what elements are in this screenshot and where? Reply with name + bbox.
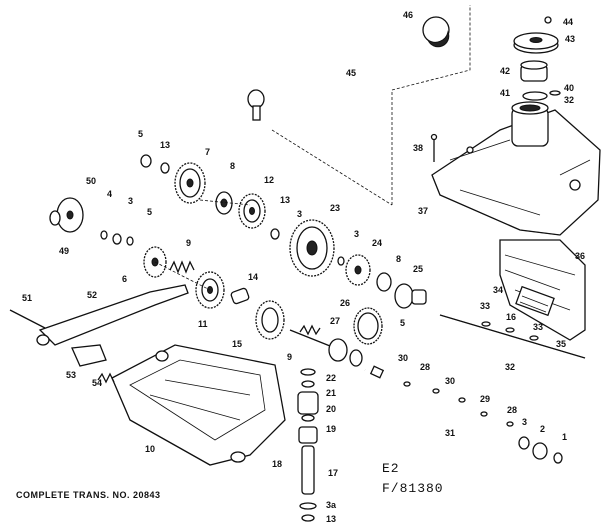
- lever-guide-line: [271, 5, 471, 206]
- callout-40: 40: [564, 83, 574, 93]
- callout-51: 51: [22, 293, 32, 303]
- callout-5-top: 5: [138, 129, 143, 139]
- callout-54: 54: [92, 378, 102, 388]
- callout-29-a: 29: [480, 394, 490, 404]
- callout-32-bottom: 32: [505, 362, 515, 372]
- reference-code-line2: F/81380: [382, 481, 444, 496]
- callout-19: 19: [326, 424, 336, 434]
- callout-3a: 3a: [326, 500, 337, 510]
- callout-5-mid: 5: [147, 207, 152, 217]
- callout-13-b: 13: [280, 195, 290, 205]
- callout-38: 38: [413, 143, 423, 153]
- callout-20: 20: [326, 404, 336, 414]
- shift-lever: [247, 16, 450, 121]
- top-cap-parts: [513, 16, 561, 101]
- callout-25: 25: [413, 264, 423, 274]
- callout-52: 52: [87, 290, 97, 300]
- callout-35: 35: [556, 339, 566, 349]
- callout-32-top: 32: [564, 95, 574, 105]
- shift-bracket: [499, 239, 586, 341]
- callout-8-a: 8: [230, 161, 235, 171]
- callout-6: 6: [122, 274, 127, 284]
- callout-30-a: 30: [398, 353, 408, 363]
- callout-23: 23: [330, 203, 340, 213]
- complete-trans-caption: COMPLETE TRANS. NO. 20843: [16, 490, 161, 500]
- callout-50: 50: [86, 176, 96, 186]
- callout-21: 21: [326, 388, 336, 398]
- callout-26: 26: [340, 298, 350, 308]
- callout-53: 53: [66, 370, 76, 380]
- callout-31: 31: [445, 428, 455, 438]
- callout-8-b: 8: [396, 254, 401, 264]
- part-callouts: 46 44 43 42 40 41 32 45 38 37 36 34 33 1…: [22, 10, 585, 524]
- callout-41: 41: [500, 88, 510, 98]
- callout-7: 7: [205, 147, 210, 157]
- callout-12: 12: [264, 175, 274, 185]
- callout-27: 27: [330, 316, 340, 326]
- callout-9-a: 9: [186, 238, 191, 248]
- callout-1: 1: [562, 432, 567, 442]
- reference-code-line1: E2: [382, 461, 400, 476]
- gear-cluster: [49, 154, 427, 367]
- callout-3-c: 3: [354, 229, 359, 239]
- callout-9-b: 9: [287, 352, 292, 362]
- callout-46: 46: [403, 10, 413, 20]
- callout-43: 43: [565, 34, 575, 44]
- main-shaft: [364, 365, 563, 464]
- callout-17: 17: [328, 468, 338, 478]
- callout-16: 16: [506, 312, 516, 322]
- callout-37: 37: [418, 206, 428, 216]
- callout-33-b: 33: [533, 322, 543, 332]
- callout-3-b: 3: [297, 209, 302, 219]
- callout-30-b: 30: [445, 376, 455, 386]
- callout-5-right: 5: [400, 318, 405, 328]
- callout-45: 45: [346, 68, 356, 78]
- callout-4: 4: [107, 189, 112, 199]
- callout-13-c: 13: [326, 514, 336, 524]
- vertical-shaft-stack: [297, 368, 319, 522]
- callout-22: 22: [326, 373, 336, 383]
- callout-3-d: 3: [522, 417, 527, 427]
- callout-36: 36: [575, 251, 585, 261]
- shift-rod: [439, 314, 586, 359]
- callout-49: 49: [59, 246, 69, 256]
- callout-11: 11: [198, 319, 208, 329]
- callout-3-a: 3: [128, 196, 133, 206]
- callout-24: 24: [372, 238, 382, 248]
- callout-42: 42: [500, 66, 510, 76]
- callout-18: 18: [272, 459, 282, 469]
- housing-cover: [430, 101, 601, 236]
- callout-44: 44: [563, 17, 573, 27]
- callout-33-a: 33: [480, 301, 490, 311]
- shift-arm: [9, 284, 189, 346]
- callout-28-b: 28: [507, 405, 517, 415]
- callout-10: 10: [145, 444, 155, 454]
- callout-13-a: 13: [160, 140, 170, 150]
- lower-case: [71, 344, 286, 466]
- callout-34: 34: [493, 285, 503, 295]
- callout-15: 15: [232, 339, 242, 349]
- callout-14: 14: [248, 272, 258, 282]
- callout-28-a: 28: [420, 362, 430, 372]
- callout-2: 2: [540, 424, 545, 434]
